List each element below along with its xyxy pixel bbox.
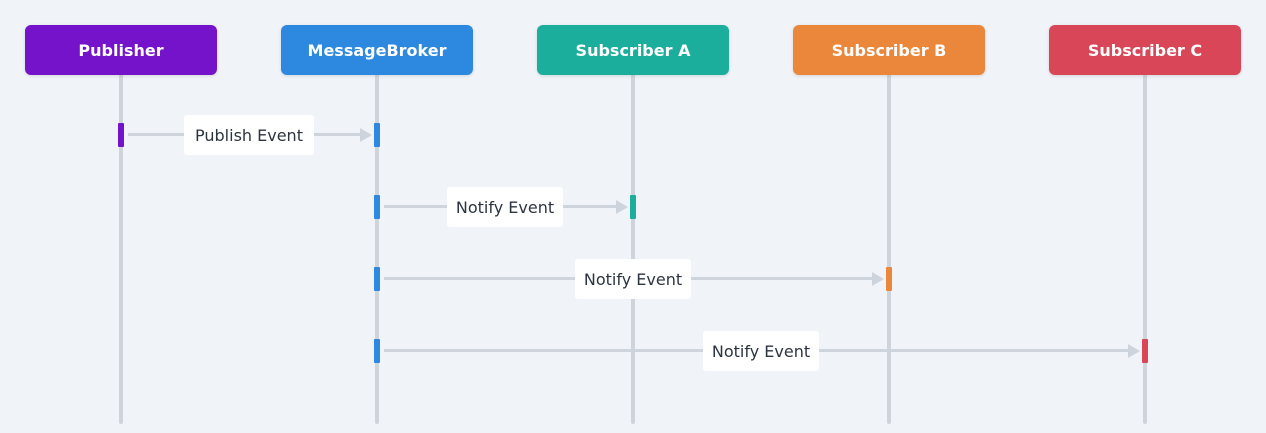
participant-publisher: Publisher <box>25 25 217 75</box>
activation-message-broker <box>374 195 380 219</box>
activation-publisher <box>118 123 124 147</box>
lifeline-subscriber-b <box>887 74 891 424</box>
message-label: Notify Event <box>447 187 563 227</box>
participant-subscriber-b: Subscriber B <box>793 25 985 75</box>
activation-subscriber-a <box>630 195 636 219</box>
activation-subscriber-c <box>1142 339 1148 363</box>
message-label: Publish Event <box>184 115 314 155</box>
lifeline-message-broker <box>375 74 379 424</box>
activation-message-broker <box>374 339 380 363</box>
message-label: Notify Event <box>703 331 819 371</box>
lifeline-publisher <box>119 74 123 424</box>
arrow-head <box>1128 344 1140 358</box>
activation-subscriber-b <box>886 267 892 291</box>
activation-message-broker <box>374 123 380 147</box>
arrow-head <box>360 128 372 142</box>
arrow-head <box>872 272 884 286</box>
message-label: Notify Event <box>575 259 691 299</box>
lifeline-subscriber-a <box>631 74 635 424</box>
participant-subscriber-a: Subscriber A <box>537 25 729 75</box>
participant-subscriber-c: Subscriber C <box>1049 25 1241 75</box>
participant-message-broker: MessageBroker <box>281 25 473 75</box>
lifeline-subscriber-c <box>1143 74 1147 424</box>
activation-message-broker <box>374 267 380 291</box>
arrow-head <box>616 200 628 214</box>
